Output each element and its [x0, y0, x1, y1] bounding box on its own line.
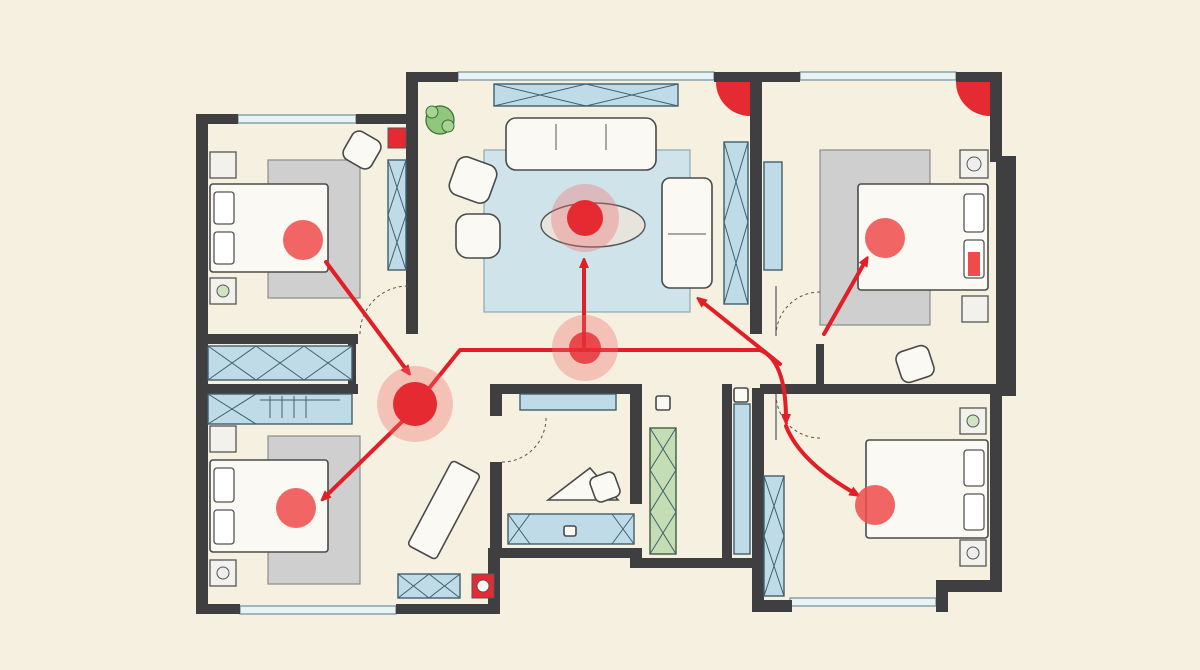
corner-markers — [716, 82, 990, 116]
arrow-icon — [324, 260, 408, 372]
hotspots — [276, 184, 905, 528]
hotspot-icon — [276, 488, 316, 528]
flow-routes — [324, 260, 866, 498]
arrow-icon — [784, 424, 856, 494]
arrow-icon — [324, 408, 416, 498]
hotspot-icon — [283, 220, 323, 260]
bed-bottom-left — [209, 425, 329, 587]
hotspot-icon — [393, 382, 437, 426]
door-swing-icon — [359, 285, 821, 463]
hotspot-icon — [855, 485, 895, 525]
hotspot-icon — [569, 332, 601, 364]
walls — [196, 72, 1016, 614]
hotspot-icon — [865, 218, 905, 258]
closets — [207, 83, 785, 599]
arrow-icon — [822, 260, 866, 336]
arrow-icon — [700, 300, 782, 366]
other-furniture — [342, 127, 935, 599]
hotspot-icon — [567, 200, 603, 236]
bed-bottom-right — [865, 407, 989, 567]
bed-top-right — [857, 149, 989, 323]
living-room-furniture — [425, 105, 713, 289]
